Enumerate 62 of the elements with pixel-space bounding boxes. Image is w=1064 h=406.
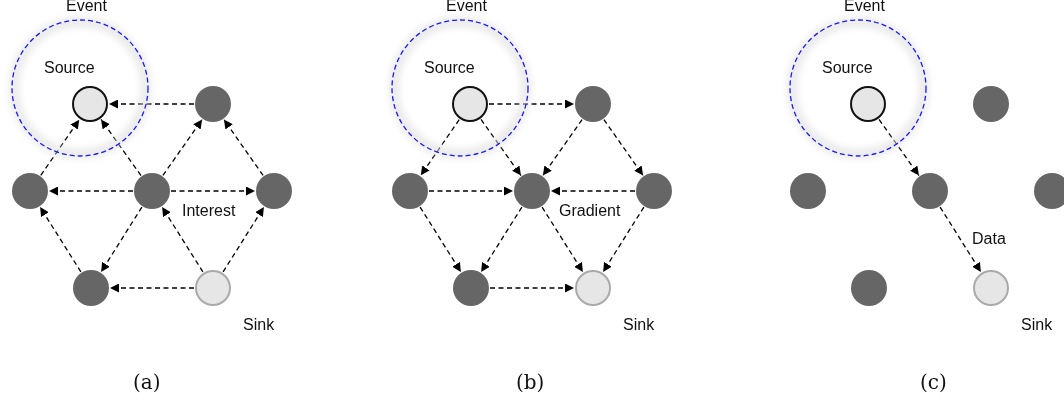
arrow bbox=[541, 206, 584, 273]
sensor-node bbox=[973, 86, 1009, 122]
sensor-node bbox=[514, 173, 550, 209]
source-label: Source bbox=[424, 60, 475, 76]
sensor-node bbox=[1034, 173, 1064, 209]
panel-caption: (b) bbox=[516, 372, 545, 392]
arrow bbox=[223, 118, 264, 177]
arrow bbox=[109, 283, 195, 293]
sensor-node bbox=[575, 86, 611, 122]
source-label: Source bbox=[822, 60, 873, 76]
arrow bbox=[542, 118, 583, 177]
event-label: Event bbox=[446, 0, 487, 14]
sensor-node bbox=[790, 173, 826, 209]
sensor-node bbox=[392, 173, 428, 209]
sink-label: Sink bbox=[243, 317, 275, 333]
arrow bbox=[100, 118, 142, 177]
sink-label: Sink bbox=[623, 317, 655, 333]
sensor-node bbox=[912, 173, 948, 209]
arrow bbox=[420, 119, 460, 176]
arrow bbox=[480, 118, 522, 177]
sensor-node bbox=[12, 173, 48, 209]
event-label: Event bbox=[66, 0, 107, 14]
message-type-label: Data bbox=[972, 231, 1006, 247]
sensor-node bbox=[134, 173, 170, 209]
panel-caption: (a) bbox=[133, 372, 161, 392]
arrow bbox=[603, 118, 644, 177]
panel-caption: (c) bbox=[920, 372, 947, 392]
sensor-node bbox=[636, 173, 672, 209]
arrow bbox=[419, 206, 462, 273]
sensor-node bbox=[256, 173, 292, 209]
arrow bbox=[100, 206, 143, 273]
source-node bbox=[72, 86, 108, 122]
sink-node bbox=[575, 270, 611, 306]
message-type-label: Interest bbox=[182, 203, 236, 219]
source-node bbox=[850, 86, 886, 122]
arrow bbox=[428, 186, 514, 196]
arrow bbox=[489, 283, 575, 293]
arrow bbox=[108, 99, 195, 109]
event-label: Event bbox=[844, 0, 885, 14]
arrow bbox=[480, 206, 523, 273]
arrow bbox=[162, 118, 203, 177]
source-node bbox=[452, 86, 488, 122]
sensor-node bbox=[851, 270, 887, 306]
sink-label: Sink bbox=[1021, 317, 1053, 333]
arrow bbox=[39, 206, 82, 273]
arrow bbox=[40, 119, 80, 176]
message-type-label: Gradient bbox=[559, 203, 621, 219]
arrow bbox=[550, 186, 636, 196]
arrow bbox=[602, 206, 645, 273]
arrow bbox=[222, 206, 265, 273]
arrow bbox=[488, 99, 575, 109]
sensor-node bbox=[73, 270, 109, 306]
sink-node bbox=[195, 270, 231, 306]
sink-node bbox=[973, 270, 1009, 306]
sensor-node bbox=[453, 270, 489, 306]
source-label: Source bbox=[44, 60, 95, 76]
arrow bbox=[878, 118, 920, 177]
arrow bbox=[939, 206, 982, 273]
sensor-node bbox=[195, 86, 231, 122]
arrow bbox=[161, 206, 204, 273]
arrow bbox=[170, 186, 256, 196]
arrow bbox=[48, 186, 134, 196]
